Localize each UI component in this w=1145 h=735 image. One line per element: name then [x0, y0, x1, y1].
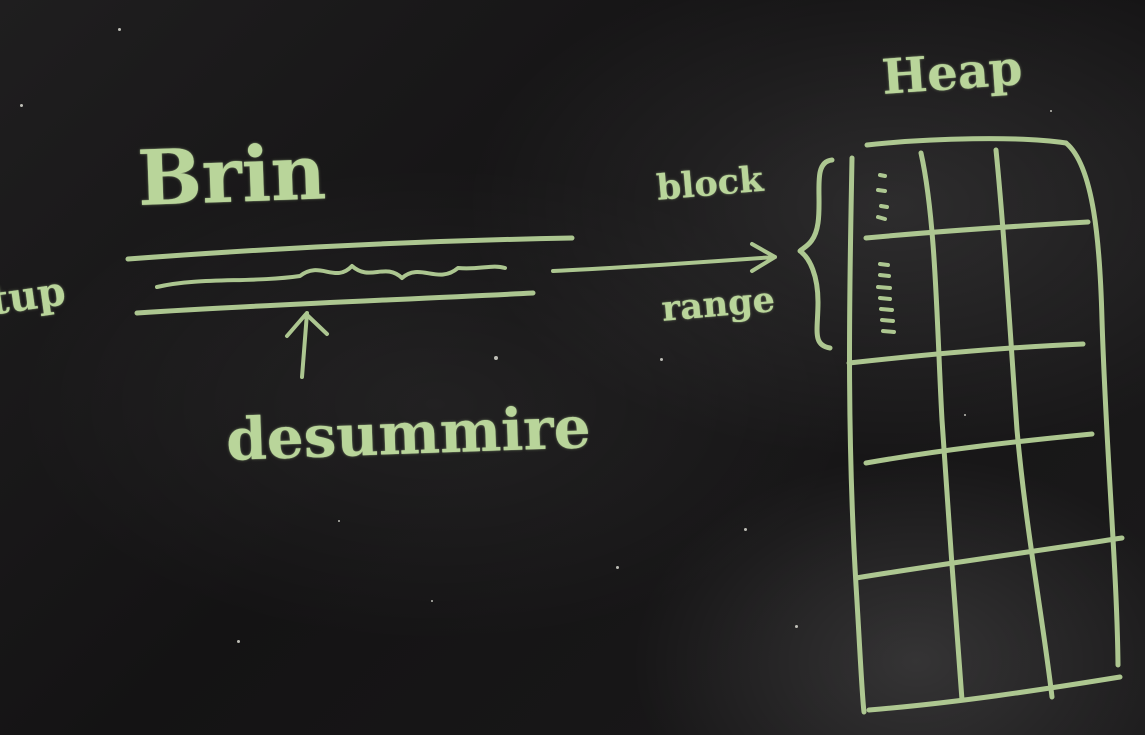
chalk-dust	[744, 528, 747, 531]
bottom-label: desummire	[225, 393, 592, 474]
chalk-dust	[494, 356, 498, 360]
heap-row-line-5	[866, 674, 1123, 713]
heap-dots-upper	[876, 173, 889, 221]
brace-icon	[797, 157, 835, 351]
chalk-dust	[237, 640, 240, 643]
heap-column-line-1	[918, 150, 965, 703]
up-arrow-icon	[285, 311, 329, 379]
chalk-dust	[795, 625, 798, 628]
heap-row-line-1	[863, 219, 1091, 241]
right-arrow-icon	[551, 242, 777, 273]
chalk-dust	[660, 358, 663, 361]
brin-label: Brin	[136, 127, 328, 223]
chalk-dust	[338, 520, 340, 522]
brin-upper-line	[125, 235, 575, 262]
chalk-dust	[118, 28, 121, 31]
brin-lower-line	[134, 290, 536, 316]
chalk-dust	[616, 566, 619, 569]
chalk-dust	[1050, 110, 1052, 112]
heap-row-line-3	[863, 431, 1095, 466]
heap-right-curve	[1063, 140, 1121, 668]
chalk-dust	[964, 414, 966, 416]
heap-top-line	[864, 136, 1069, 148]
heap-column-line-2	[993, 147, 1055, 700]
chalk-dust	[20, 104, 23, 107]
heap-left-line	[847, 155, 867, 715]
heap-row-line-2	[846, 341, 1086, 366]
brin-wavy-line	[155, 264, 507, 289]
heap-label: Heap	[880, 40, 1025, 106]
chalk-dust	[431, 600, 433, 602]
heap-dots-lower	[876, 262, 896, 334]
heap-row-line-4	[853, 535, 1125, 581]
